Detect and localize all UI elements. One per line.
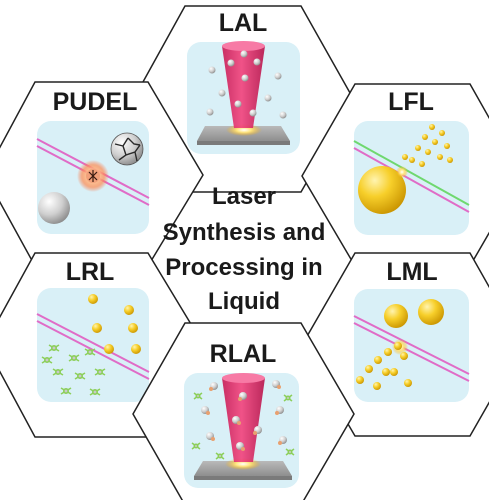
center-title-line-2: Synthesis and bbox=[163, 219, 326, 246]
lml-small-particles bbox=[356, 342, 412, 390]
pudel-silver-particle bbox=[38, 192, 70, 224]
center-title-line-1: Laser bbox=[212, 183, 276, 210]
hex-lfl-label: LFL bbox=[388, 88, 434, 116]
hex-lrl-panel bbox=[37, 288, 149, 402]
lfl-laser-lines bbox=[353, 140, 470, 213]
hex-lal-label: LAL bbox=[219, 9, 268, 37]
rlal-precursor-molecules bbox=[191, 392, 295, 460]
hex-pudel-label: PUDEL bbox=[53, 88, 138, 116]
hex-lfl: LFL bbox=[301, 83, 489, 267]
center-title: Laser Synthesis and Processing in Liquid bbox=[163, 183, 326, 315]
hex-lml: LML bbox=[301, 252, 489, 437]
hex-lal: LAL bbox=[132, 5, 355, 193]
hex-lml-label: LML bbox=[386, 258, 437, 286]
lrl-gold-particles bbox=[88, 294, 141, 354]
hex-rlal-label: RLAL bbox=[210, 340, 277, 368]
rlal-laser-beam bbox=[222, 378, 265, 462]
lfl-gold-sphere bbox=[358, 166, 406, 214]
lal-nanoparticles bbox=[206, 50, 287, 119]
hex-rlal: RLAL bbox=[132, 322, 355, 500]
lal-laser-beam bbox=[222, 46, 265, 128]
center-title-line-4: Liquid bbox=[208, 288, 280, 315]
center-title-line-3: Processing in bbox=[165, 254, 322, 281]
lml-large-particles bbox=[384, 299, 444, 328]
rlal-particle-clusters bbox=[201, 380, 287, 451]
pudel-fragmented-particle bbox=[110, 132, 144, 166]
lfl-fragments bbox=[402, 124, 453, 167]
lml-laser-lines bbox=[353, 315, 470, 382]
hex-lrl-label: LRL bbox=[66, 258, 115, 286]
lrl-precursor-molecules bbox=[41, 344, 106, 396]
